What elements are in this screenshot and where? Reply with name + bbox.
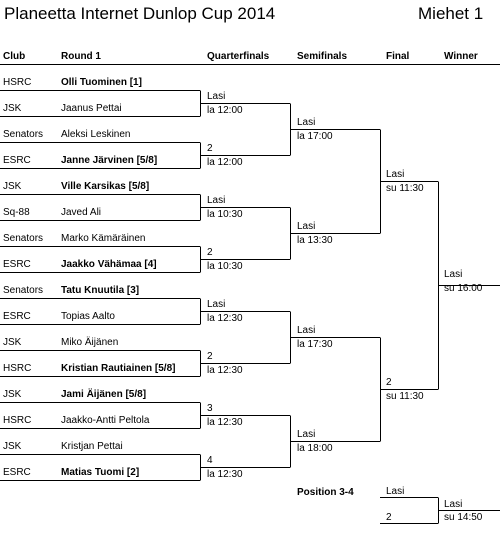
club-name: Senators [3,284,44,296]
player-name: Ville Karsikas [5/8] [61,180,150,192]
winner-bottom: su 16:00 [444,283,483,294]
quarterfinal-top: Lasi [207,298,226,310]
position34-top: Lasi [444,499,463,510]
header-quarterfinals: Quarterfinals [207,51,270,62]
club-name: Sq-88 [3,206,30,218]
club-name: JSK [3,180,22,192]
player-name: Aleksi Leskinen [61,128,131,140]
header-semifinals: Semifinals [297,51,348,62]
quarterfinal-bottom: la 10:30 [207,208,243,220]
semifinal-bottom: la 17:30 [297,338,333,350]
club-name: HSRC [3,76,32,88]
position34-seed-b: 2 [386,512,392,523]
club-name: Senators [3,128,44,140]
club-name: HSRC [3,362,32,374]
semifinal-top: Lasi [297,324,316,336]
player-name: Matias Tuomi [2] [61,466,140,478]
quarterfinal-top: Lasi [207,90,226,102]
final-top: 2 [386,376,392,388]
player-name: Janne Järvinen [5/8] [61,154,158,166]
page-title: Planeetta Internet Dunlop Cup 2014 [4,4,276,23]
quarterfinal-bottom: la 12:30 [207,312,243,324]
header-round1: Round 1 [61,51,101,62]
quarterfinal-bottom: la 12:00 [207,156,243,168]
semifinal-bottom: la 17:00 [297,130,333,142]
position34-seed-a: Lasi [386,486,405,497]
category-label: Miehet 1 [418,4,484,23]
club-name: ESRC [3,258,31,270]
player-name: Olli Tuominen [1] [61,76,142,88]
final-bottom: su 11:30 [386,182,424,194]
quarterfinal-bottom: la 12:30 [207,468,243,480]
quarterfinal-bottom: la 10:30 [207,260,243,272]
player-name: Jaanus Pettai [61,102,122,114]
player-name: Tatu Knuutila [3] [61,284,140,296]
player-name: Topias Aalto [61,310,115,322]
player-name: Kristian Rautiainen [5/8] [61,362,176,374]
club-name: JSK [3,440,22,452]
player-name: Jaakko Vähämaa [4] [61,258,157,270]
player-name: Jami Äijänen [5/8] [61,388,147,400]
header-winner: Winner [444,51,478,62]
club-name: JSK [3,336,22,348]
quarterfinal-bottom: la 12:30 [207,416,243,428]
quarterfinal-top: 2 [207,246,213,258]
final-bottom: su 11:30 [386,390,424,402]
semifinal-bottom: la 13:30 [297,234,333,246]
semifinal-top: Lasi [297,220,316,232]
quarterfinal-top: 2 [207,350,213,362]
club-name: JSK [3,102,22,114]
final-top: Lasi [386,168,405,180]
winner-top: Lasi [444,269,463,280]
header-final: Final [386,51,410,62]
quarterfinal-top: 3 [207,402,213,414]
player-name: Marko Kämäräinen [61,232,146,244]
player-name: Kristjan Pettai [61,440,123,452]
quarterfinal-top: 2 [207,142,213,154]
club-name: JSK [3,388,22,400]
club-name: ESRC [3,154,31,166]
position34-label: Position 3-4 [297,487,354,498]
header-club: Club [3,51,26,62]
player-name: Miko Äijänen [61,336,119,348]
quarterfinal-top: 4 [207,454,213,466]
quarterfinal-bottom: la 12:30 [207,364,243,376]
semifinal-bottom: la 18:00 [297,442,333,454]
position34-bottom: su 14:50 [444,512,483,523]
semifinal-top: Lasi [297,116,316,128]
quarterfinal-top: Lasi [207,194,226,206]
semifinal-top: Lasi [297,428,316,440]
club-name: ESRC [3,466,31,478]
club-name: Senators [3,232,44,244]
club-name: ESRC [3,310,31,322]
club-name: HSRC [3,414,32,426]
quarterfinal-bottom: la 12:00 [207,104,243,116]
player-name: Javed Ali [61,206,102,218]
player-name: Jaakko-Antti Peltola [61,414,150,426]
